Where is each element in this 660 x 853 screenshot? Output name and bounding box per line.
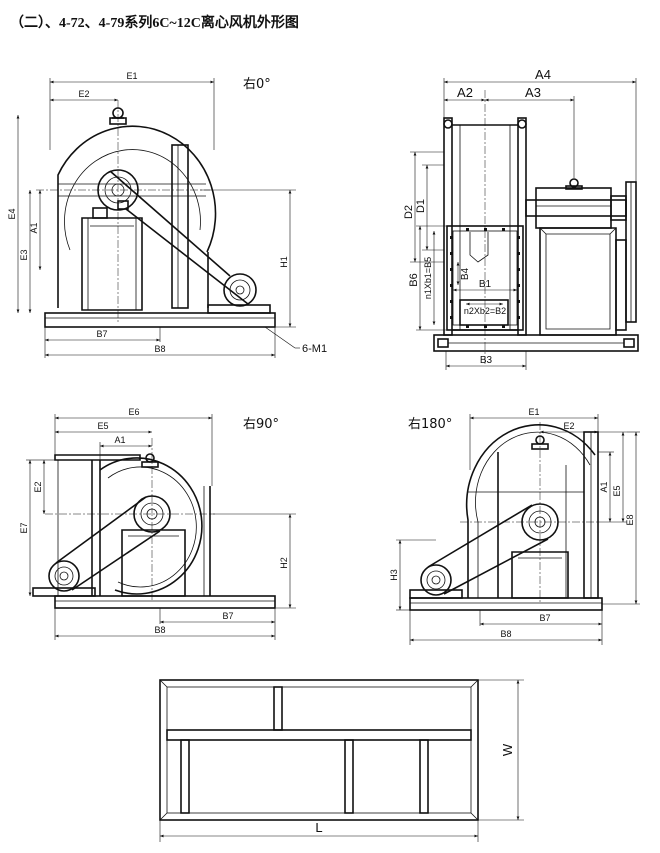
- dim-H3-180: H3: [389, 569, 399, 581]
- dim-E8-180: E8: [625, 514, 635, 525]
- motor-pulley-180: [420, 564, 452, 596]
- dim-A1-90: A1: [114, 435, 125, 445]
- outlet-flange-0: [171, 144, 189, 309]
- bearing-pedestal-90: [121, 529, 186, 597]
- lifting-eye-side: [569, 178, 579, 188]
- dim-E4-0: E4: [7, 208, 17, 219]
- dim-M1-0: 6-M1: [302, 343, 327, 355]
- bearing-pedestal-side: [539, 227, 617, 336]
- dim-H2-90: H2: [279, 557, 289, 569]
- dim-E6-90: E6: [128, 407, 139, 417]
- dim-B8-0: B8: [154, 344, 165, 354]
- fan-housing-90: [99, 457, 203, 595]
- dim-B7-90: B7: [222, 611, 233, 621]
- view-right-90: 右90° E6: [19, 407, 296, 640]
- fan-housing-180: [465, 424, 596, 598]
- base-frame-outline: [159, 679, 479, 821]
- view-right-0-title: 右0°: [243, 77, 271, 92]
- drawing-heading: （二）、4-72、4-79系列6C~12C离心风机外形图: [10, 16, 299, 31]
- dim-B3-side: B3: [480, 355, 493, 366]
- bearing-box-side: [535, 187, 612, 229]
- view-right-180-title: 右180°: [408, 417, 452, 432]
- dim-B4-side: B4: [460, 267, 471, 280]
- dim-B6-side: B6: [408, 273, 420, 286]
- dim-E5-90: E5: [97, 421, 108, 431]
- dim-D1-side: D1: [415, 199, 427, 213]
- dim-B8-90: B8: [154, 625, 165, 635]
- motor-pulley-90: [48, 560, 80, 592]
- rib-2: [344, 739, 354, 814]
- drive-belt-180: [427, 504, 533, 568]
- cross-member: [166, 729, 472, 741]
- base-frame-180: [409, 597, 603, 611]
- dim-L: L: [315, 820, 322, 835]
- view-right-180: 右180° E1 E2: [389, 407, 640, 645]
- dim-A3-side: A3: [525, 85, 541, 100]
- motor-rail-180: [409, 589, 463, 599]
- motor-rail-0: [207, 304, 271, 314]
- drive-belt-0: [109, 170, 231, 277]
- drive-belt-90: [55, 496, 147, 564]
- dim-B7-180: B7: [539, 613, 550, 623]
- dim-A1-0: A1: [29, 222, 39, 233]
- fan-housing-0: [57, 125, 217, 308]
- base-frame-0: [44, 312, 276, 328]
- view-side: A4 A2 A3 D2 D1 B6 n1Xb1=B5 B4 B1 n2Xb2=B…: [403, 67, 639, 370]
- dim-A1-180: A1: [599, 481, 609, 492]
- dim-B8-180: B8: [500, 629, 511, 639]
- view-right-0: 右0°: [7, 71, 327, 358]
- rib-1: [180, 739, 190, 814]
- rib-3: [419, 739, 429, 814]
- dim-B1-side: B1: [479, 279, 492, 290]
- dim-E1-180: E1: [528, 407, 539, 417]
- dim-B7-0: B7: [96, 329, 107, 339]
- motor-pulley-0: [223, 273, 257, 307]
- dim-E2-180: E2: [563, 421, 574, 431]
- bearing-pedestal-0: [81, 217, 143, 311]
- base-frame-side: [433, 334, 639, 352]
- dim-H1-0: H1: [279, 256, 289, 268]
- view-base-plan: W L: [159, 679, 524, 842]
- dim-B5-side: n1Xb1=B5: [423, 257, 433, 299]
- short-rib: [273, 686, 283, 731]
- outlet-flange-90: [54, 454, 141, 461]
- base-frame-90: [54, 595, 276, 609]
- dim-B2-side: n2Xb2=B2: [464, 306, 506, 316]
- dim-W: W: [500, 743, 515, 756]
- dim-A4-side: A4: [535, 67, 551, 82]
- bearing-pedestal-180: [511, 551, 569, 599]
- dim-E3-0: E3: [19, 249, 29, 260]
- dim-E2-0: E2: [78, 89, 89, 99]
- outlet-box-side: [446, 225, 524, 331]
- dim-E5-180: E5: [612, 485, 622, 496]
- view-right-90-title: 右90°: [243, 417, 279, 432]
- dim-E1-0: E1: [126, 71, 137, 81]
- motor-rail-90: [32, 587, 96, 597]
- dim-E7-90: E7: [19, 522, 29, 533]
- dim-A2-side: A2: [457, 85, 473, 100]
- dim-D2-side: D2: [403, 205, 415, 219]
- dim-E2-90: E2: [33, 481, 43, 492]
